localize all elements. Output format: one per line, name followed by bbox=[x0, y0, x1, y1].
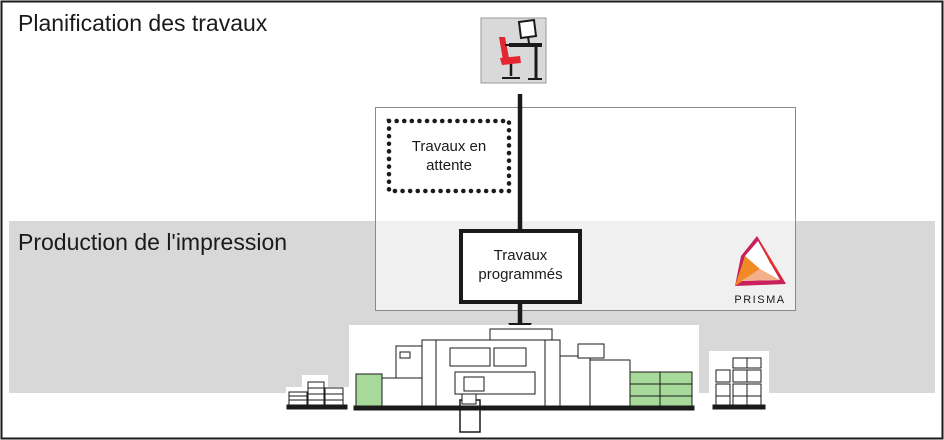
scheduled-jobs-label-line1: Travaux bbox=[494, 247, 548, 264]
production-zone-label: Production de l'impression bbox=[18, 229, 287, 255]
printed-boxes-icon bbox=[709, 351, 769, 411]
prisma-panel bbox=[375, 107, 796, 311]
scheduled-jobs-label-line2: programmés bbox=[478, 266, 562, 283]
scheduled-jobs-box bbox=[459, 229, 582, 304]
waiting-jobs-box bbox=[386, 118, 512, 194]
production-printer-icon bbox=[349, 325, 699, 433]
planning-zone-label: Planification des travaux bbox=[18, 10, 268, 36]
prisma-brand-label: PRISMA bbox=[734, 294, 785, 306]
workstation-icon bbox=[480, 17, 547, 84]
waiting-jobs-label-line2: attente bbox=[426, 157, 472, 174]
waiting-jobs-label-line1: Travaux en bbox=[412, 138, 486, 155]
prisma-logo-icon bbox=[735, 236, 786, 286]
paper-stack-icon bbox=[286, 375, 352, 410]
